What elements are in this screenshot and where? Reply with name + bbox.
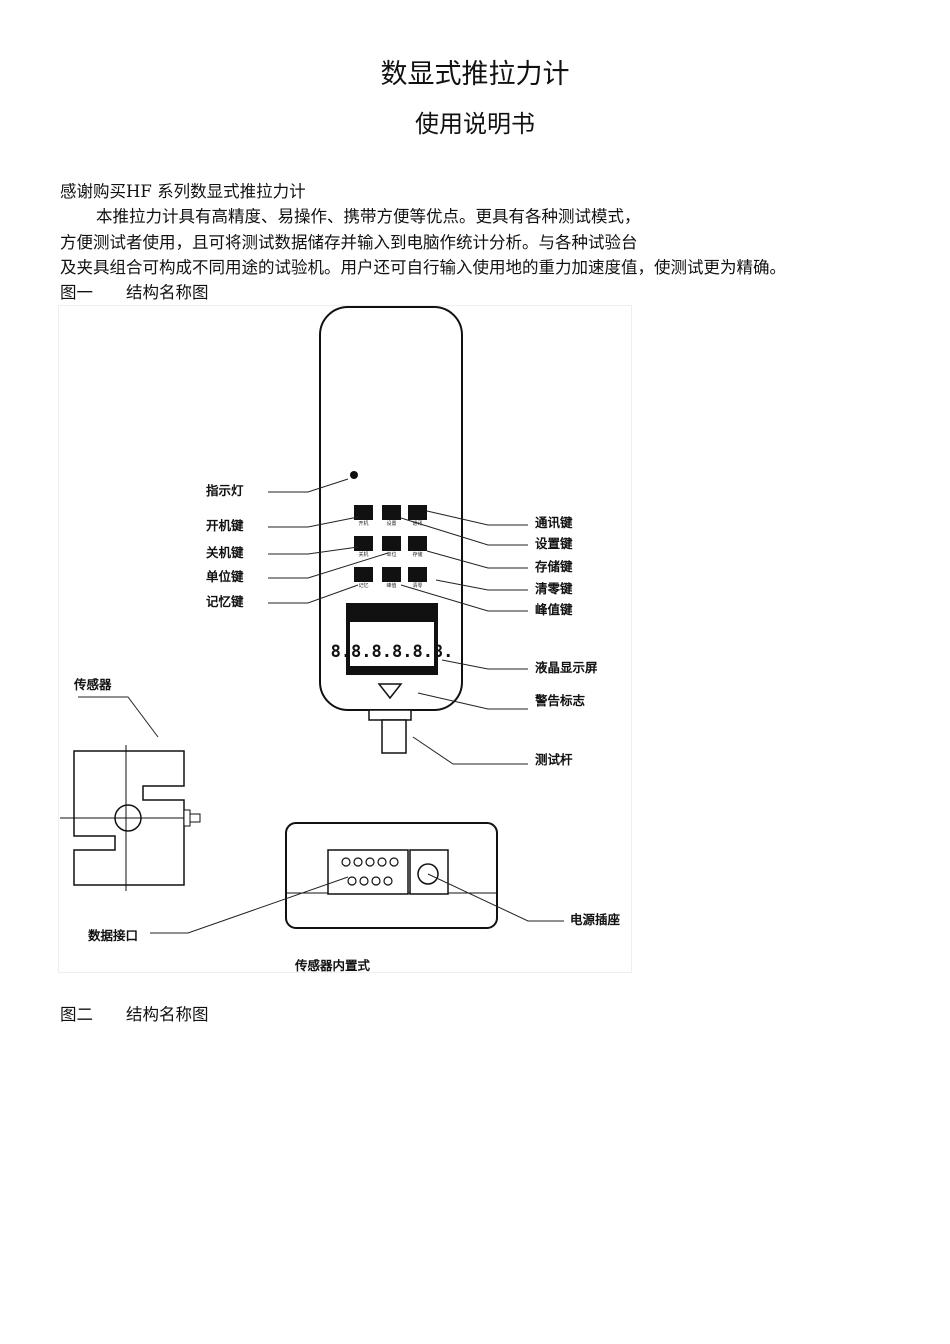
comm-key	[408, 505, 427, 520]
key-label-peak: 峰值	[386, 582, 396, 589]
caption-builtin-sensor: 传感器内置式	[294, 958, 371, 973]
label-warning: 警告标志	[534, 693, 586, 708]
label-comm: 通讯键	[535, 515, 573, 530]
key-label-setup: 设置	[386, 520, 396, 527]
label-memory: 记忆键	[206, 594, 244, 609]
label-setup: 设置键	[535, 536, 573, 551]
key-label-store: 存储	[412, 551, 422, 558]
label-data-port: 数据接口	[87, 928, 138, 943]
power-on-key	[354, 505, 373, 520]
warning-icon	[377, 683, 403, 700]
key-label-power-on: 开机	[358, 520, 368, 527]
indicator-light	[350, 471, 358, 479]
label-power-socket: 电源插座	[570, 912, 621, 927]
figure-2-caption: 图二 结构名称图	[60, 1005, 209, 1024]
label-lcd: 液晶显示屏	[535, 660, 598, 675]
label-zero: 清零键	[535, 581, 573, 596]
intro-line-1: 感谢购买HF 系列数显式推拉力计	[60, 182, 306, 201]
intro-line-4: 及夹具组合可构成不同用途的试验机。用户还可自行输入使用地的重力加速度值，使测试更…	[60, 258, 786, 277]
peak-key	[382, 567, 401, 582]
label-power-on: 开机键	[206, 518, 244, 533]
key-label-memory: 记忆	[358, 582, 368, 589]
key-label-unit: 单位	[386, 551, 396, 558]
label-peak: 峰值键	[535, 602, 573, 617]
label-store: 存储键	[534, 559, 573, 574]
lcd-digits: 8.8.8.8.8.8.	[331, 642, 454, 662]
label-unit: 单位键	[206, 569, 244, 584]
document-subtitle: 使用说明书	[415, 110, 535, 138]
unit-key	[382, 536, 401, 551]
label-indicator: 指示灯	[206, 483, 244, 498]
test-rod	[381, 719, 407, 754]
zero-key	[408, 567, 427, 582]
power-off-key	[354, 536, 373, 551]
key-label-power-off: 关机	[358, 551, 368, 558]
label-test-rod: 测试杆	[535, 752, 573, 767]
data-port	[327, 849, 409, 895]
key-label-zero: 清零	[412, 582, 422, 589]
structure-diagram: 开机 设置 通讯 关机 单位 存储 记忆 峰值 清零 8.8.8.8.8.8. …	[58, 305, 632, 973]
memory-key	[354, 567, 373, 582]
figure-1-caption: 图一 结构名称图	[60, 283, 209, 302]
store-key	[408, 536, 427, 551]
intro-line-3: 方便测试者使用，且可将测试数据储存并输入到电脑作统计分析。与各种试验台	[60, 233, 638, 252]
document-title: 数显式推拉力计	[380, 59, 570, 90]
setup-key	[382, 505, 401, 520]
label-power-off: 关机键	[206, 545, 244, 560]
intro-line-2: 本推拉力计具有高精度、易操作、携带方便等优点。更具有各种测试模式，	[96, 207, 641, 226]
label-sensor: 传感器	[73, 677, 112, 692]
